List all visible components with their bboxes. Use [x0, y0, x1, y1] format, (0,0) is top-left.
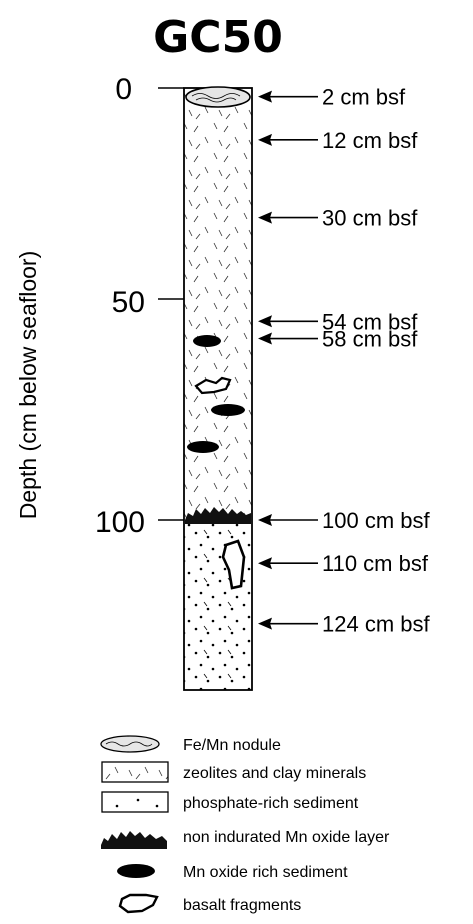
depth-tick-0: 0 — [115, 73, 132, 106]
phosphate-section — [184, 520, 252, 690]
depth-marker: 12 cm bsf — [258, 128, 418, 153]
mn-oxide-layer — [185, 507, 251, 524]
depth-marker: 30 cm bsf — [258, 206, 418, 231]
mn-blob-symbol — [117, 864, 155, 878]
legend-item-phosphate: phosphate-rich sediment — [101, 791, 359, 813]
core-column — [183, 86, 253, 691]
depth-tick-50: 50 — [112, 286, 145, 319]
legend-item-basalt: basalt fragments — [118, 893, 301, 914]
legend-item-mn-layer: non indurated Mn oxide layer — [101, 829, 390, 849]
marker-arrow-head — [258, 211, 272, 224]
marker-arrow-head — [258, 557, 272, 570]
mn-layer-symbol — [101, 831, 167, 849]
marker-label: 30 cm bsf — [322, 206, 418, 231]
legend-label: non indurated Mn oxide layer — [183, 829, 390, 846]
marker-arrow-head — [258, 315, 272, 328]
depth-marker: 124 cm bsf — [258, 612, 430, 637]
depth-marker: 100 cm bsf — [258, 508, 430, 533]
marker-label: 54 cm bsf — [322, 309, 418, 334]
legend-label: Mn oxide rich sediment — [183, 864, 348, 881]
marker-label: 58 cm bsf — [322, 327, 418, 352]
zeolite-clay-section — [184, 88, 252, 520]
marker-label: 2 cm bsf — [322, 85, 406, 110]
legend-label: Fe/Mn nodule — [183, 737, 281, 754]
marker-label: 100 cm bsf — [322, 508, 430, 533]
legend: Fe/Mn nodule zeolites and clay minerals … — [100, 735, 390, 914]
legend-item-mn-blob: Mn oxide rich sediment — [117, 864, 348, 881]
basalt-fragment — [194, 376, 232, 395]
depth-marker: 2 cm bsf — [258, 85, 406, 110]
legend-item-nodule: Fe/Mn nodule — [100, 735, 281, 754]
marker-label: 110 cm bsf — [322, 551, 429, 576]
mn-oxide-blob — [187, 441, 219, 453]
fe-mn-nodule — [185, 86, 251, 108]
legend-item-zeolite: zeolites and clay minerals — [101, 761, 366, 783]
marker-arrow-head — [258, 90, 272, 103]
phosphate-symbol — [101, 791, 169, 813]
marker-arrow-head — [258, 133, 272, 146]
marker-label: 12 cm bsf — [322, 128, 418, 153]
depth-marker: 54 cm bsf — [258, 309, 418, 334]
depth-ticks: 0 50 100 — [95, 73, 184, 539]
zeolite-symbol — [101, 761, 169, 783]
depth-axis-label: Depth (cm below seafloor) — [15, 251, 41, 519]
basalt-symbol — [118, 893, 159, 914]
basalt-fragment — [221, 539, 246, 590]
legend-label: basalt fragments — [183, 897, 301, 914]
mn-oxide-blob — [211, 404, 245, 416]
marker-label: 124 cm bsf — [322, 612, 430, 637]
marker-arrow-head — [258, 514, 272, 526]
depth-marker: 110 cm bsf — [258, 551, 429, 576]
core-title: GC50 — [153, 12, 283, 63]
legend-label: phosphate-rich sediment — [183, 795, 359, 812]
marker-arrow-head — [258, 617, 272, 630]
legend-label: zeolites and clay minerals — [183, 765, 366, 782]
marker-arrow-head — [258, 332, 272, 345]
mn-oxide-blob — [193, 335, 221, 347]
depth-tick-100: 100 — [95, 506, 145, 539]
depth-marker: 58 cm bsf — [258, 327, 418, 352]
